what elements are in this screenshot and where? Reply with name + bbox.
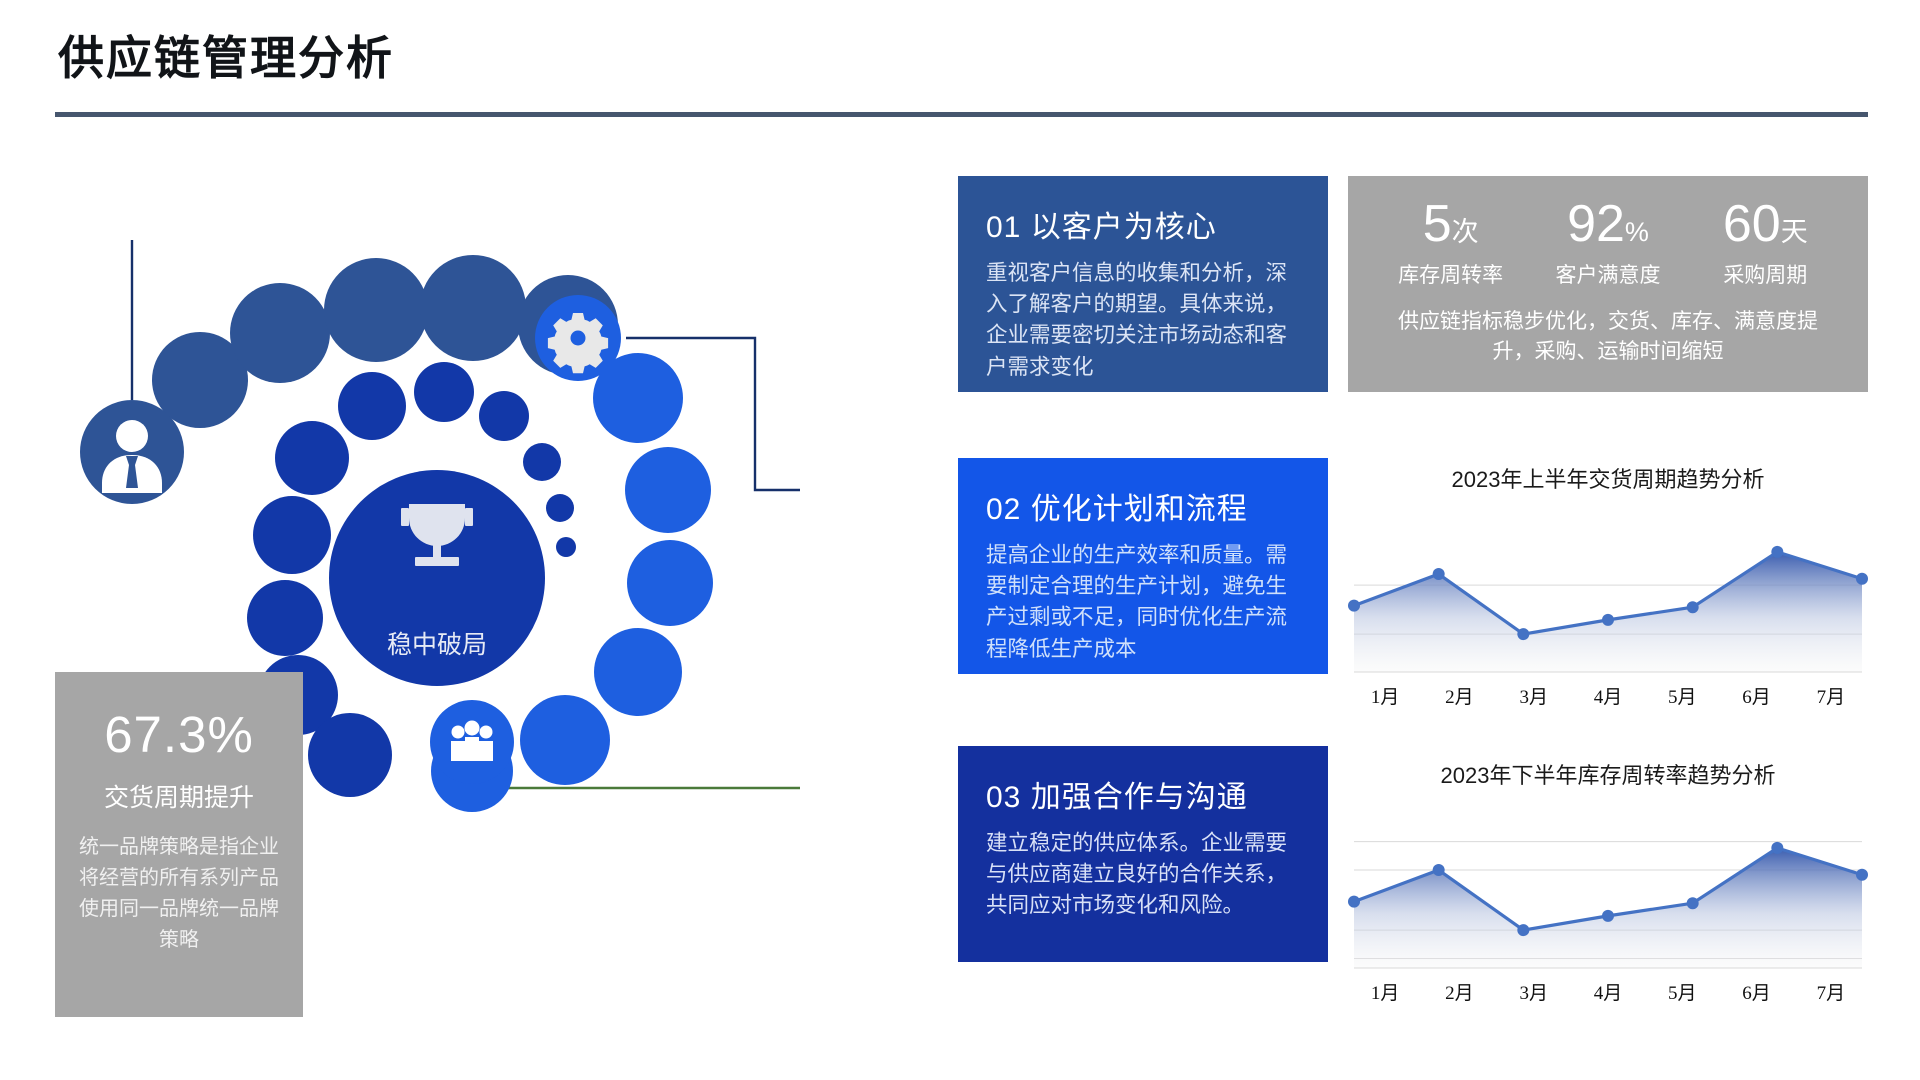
- gear-icon: [535, 295, 621, 381]
- kpi-value: 67.3%: [104, 706, 254, 763]
- stat-item-3: 60天 采购周期: [1687, 198, 1844, 289]
- chart-inventory-turnover: 2023年下半年库存周转率趋势分析 1月 2月 3月 4月 5月 6月 7月: [1348, 758, 1868, 1018]
- chart-data-point: [1686, 601, 1699, 614]
- outer-arc-bright: [431, 353, 713, 812]
- chart-xtick-label: 7月: [1816, 983, 1846, 1004]
- card-01-heading: 以客户为核心: [1030, 211, 1217, 244]
- center-label: 稳中破局: [386, 631, 488, 659]
- connector-line-02: [626, 336, 800, 492]
- stat-2-label: 客户满意度: [1555, 264, 1661, 287]
- chart-xtick-label: 5月: [1668, 983, 1697, 1004]
- stat-item-2: 92% 客户满意度: [1529, 198, 1686, 289]
- chart-xtick-label: 7月: [1816, 687, 1846, 708]
- chart-data-point: [1686, 897, 1699, 910]
- stat-2-unit: %: [1624, 217, 1649, 247]
- stat-1-unit: 次: [1451, 217, 1479, 247]
- stats-row: 5次 库存周转率 92% 客户满意度 60天 采购周期: [1372, 198, 1844, 289]
- stat-1-number: 5次: [1372, 198, 1529, 250]
- chart-1-plot: [1348, 545, 1868, 673]
- stat-3-label: 采购周期: [1723, 264, 1808, 287]
- chart-area-fill: [1354, 847, 1862, 968]
- title-divider: [55, 112, 1868, 117]
- center-node: [329, 470, 545, 686]
- card-01-number: 01: [986, 211, 1022, 244]
- card-02-body: 提高企业的生产效率和质量。需要制定合理的生产计划，避免生产过剩或不足，同时优化生…: [986, 543, 1288, 661]
- chart-data-point: [1348, 895, 1360, 908]
- page-title: 供应链管理分析: [58, 32, 394, 84]
- chart-xtick-label: 1月: [1370, 983, 1400, 1004]
- connector-line-03: [478, 780, 800, 790]
- kpi-panel-left: 67.3% 交货周期提升 统一品牌策略是指企业将经营的所有系列产品使用同一品牌统…: [55, 672, 303, 1017]
- chart-delivery-cycle: 2023年上半年交货周期趋势分析 1月 2月 3月 4月 5月 6月 7月: [1348, 462, 1868, 722]
- chart-data-point: [1771, 545, 1784, 558]
- person-icon: [80, 400, 184, 504]
- chart-data-point: [1856, 572, 1868, 585]
- chart-data-point: [1602, 909, 1614, 922]
- chart-data-point: [1348, 599, 1360, 612]
- chart-data-point: [1432, 568, 1445, 581]
- chart-data-point: [1517, 924, 1530, 937]
- chart-xtick-label: 6月: [1742, 687, 1771, 708]
- card-01-title: 01 以客户为核心: [986, 202, 1300, 246]
- chart-xtick-label: 2月: [1445, 983, 1474, 1004]
- chart-xtick-label: 3月: [1519, 983, 1548, 1004]
- card-02-number: 02: [986, 493, 1022, 526]
- stat-3-unit: 天: [1780, 217, 1808, 247]
- stats-panel: 5次 库存周转率 92% 客户满意度 60天 采购周期 供应链指标稳步优化，交货…: [1348, 176, 1868, 392]
- chart-xtick-label: 4月: [1593, 687, 1623, 708]
- card-03-heading: 加强合作与沟通: [1030, 781, 1248, 814]
- people-group-icon: [430, 700, 514, 784]
- chart-2-title: 2023年下半年库存周转率趋势分析: [1440, 763, 1776, 788]
- stat-3-value: 60: [1722, 195, 1781, 253]
- chart-xtick-label: 3月: [1519, 687, 1548, 708]
- stat-1-label: 库存周转率: [1398, 264, 1504, 287]
- card-03-number: 03: [986, 781, 1022, 814]
- chart-xtick-label: 4月: [1593, 983, 1623, 1004]
- chart-2-xaxis: 1月 2月 3月 4月 5月 6月 7月: [1348, 978, 1868, 1005]
- chart-2-plot: [1348, 841, 1868, 969]
- circular-diagram: 稳中破局: [60, 240, 800, 860]
- card-01-body: 重视客户信息的收集和分析，深入了解客户的期望。具体来说，企业需要密切关注市场动态…: [986, 261, 1288, 379]
- connector-line-01: [130, 240, 134, 400]
- info-card-02[interactable]: 02 优化计划和流程 提高企业的生产效率和质量。需要制定合理的生产计划，避免生产…: [958, 458, 1328, 674]
- stat-item-1: 5次 库存周转率: [1372, 198, 1529, 289]
- stat-2-value: 92: [1567, 195, 1625, 253]
- card-03-body: 建立稳定的供应体系。企业需要与供应商建立良好的合作关系，共同应对市场变化和风险。: [986, 831, 1288, 918]
- card-02-title: 02 优化计划和流程: [986, 484, 1300, 528]
- chart-data-point: [1856, 868, 1868, 881]
- chart-data-point: [1517, 628, 1530, 641]
- chart-xtick-label: 6月: [1742, 983, 1771, 1004]
- chart-xtick-label: 2月: [1445, 687, 1474, 708]
- chart-data-point: [1432, 864, 1445, 877]
- chart-1-xaxis: 1月 2月 3月 4月 5月 6月 7月: [1348, 682, 1868, 709]
- stat-3-number: 60天: [1687, 198, 1844, 250]
- chart-1-title: 2023年上半年交货周期趋势分析: [1451, 467, 1765, 492]
- chart-data-point: [1602, 613, 1614, 626]
- card-03-title: 03 加强合作与沟通: [986, 772, 1300, 816]
- stats-description: 供应链指标稳步优化，交货、库存、满意度提升，采购、运输时间缩短: [1398, 310, 1818, 364]
- stat-1-value: 5: [1422, 195, 1452, 253]
- kpi-description: 统一品牌策略是指企业将经营的所有系列产品使用同一品牌统一品牌策略: [79, 835, 279, 951]
- info-card-01[interactable]: 01 以客户为核心 重视客户信息的收集和分析，深入了解客户的期望。具体来说，企业…: [958, 176, 1328, 392]
- kpi-label: 交货周期提升: [103, 783, 254, 812]
- chart-area-fill: [1354, 551, 1862, 672]
- card-02-heading: 优化计划和流程: [1030, 493, 1248, 526]
- chart-xtick-label: 5月: [1668, 687, 1697, 708]
- chart-xtick-label: 1月: [1370, 687, 1400, 708]
- info-card-03[interactable]: 03 加强合作与沟通 建立稳定的供应体系。企业需要与供应商建立良好的合作关系，共…: [958, 746, 1328, 962]
- chart-data-point: [1771, 841, 1784, 854]
- stat-2-number: 92%: [1529, 198, 1686, 250]
